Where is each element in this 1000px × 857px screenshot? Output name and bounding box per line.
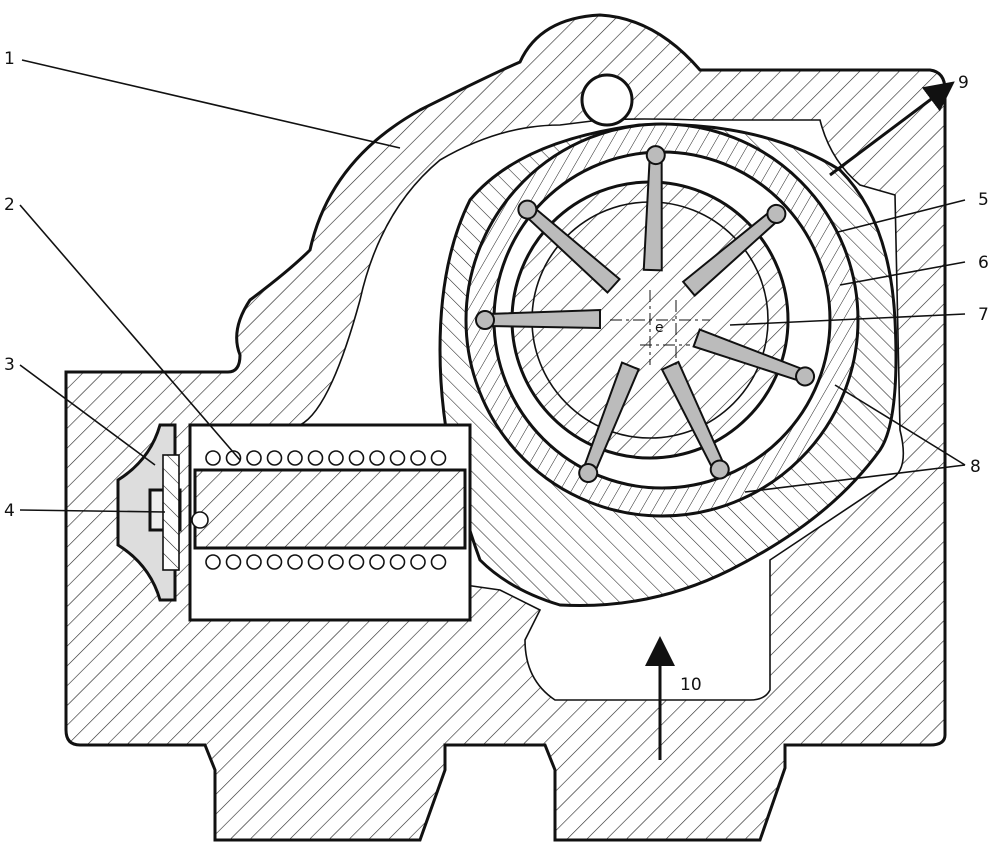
center-lines bbox=[610, 290, 710, 365]
label-3: 3 bbox=[4, 355, 15, 375]
label-10: 10 bbox=[680, 675, 702, 695]
spring-coil bbox=[307, 450, 324, 466]
spring-coil bbox=[348, 554, 365, 570]
spring-coil bbox=[246, 554, 262, 570]
label-8: 8 bbox=[970, 457, 981, 477]
spring-coil bbox=[328, 554, 344, 570]
spring-coil bbox=[389, 450, 406, 466]
spring-coil bbox=[287, 450, 303, 466]
spring-coil bbox=[328, 450, 344, 466]
spring-coil bbox=[266, 554, 283, 570]
label-5: 5 bbox=[978, 190, 989, 210]
spring-coil bbox=[410, 554, 426, 570]
spring-coil bbox=[205, 450, 221, 466]
label-9: 9 bbox=[958, 73, 969, 93]
spring-coil bbox=[287, 554, 303, 570]
spring-coil bbox=[430, 450, 447, 466]
ball bbox=[191, 511, 209, 529]
label-1: 1 bbox=[4, 49, 15, 69]
spring-coil bbox=[369, 554, 385, 570]
label-2: 2 bbox=[4, 195, 15, 215]
spring-coil bbox=[369, 450, 385, 466]
seal-washer bbox=[162, 454, 180, 571]
spring-coil bbox=[430, 554, 447, 570]
valve-piston bbox=[193, 468, 467, 550]
spring-coil bbox=[348, 450, 365, 466]
label-7: 7 bbox=[978, 305, 989, 325]
vanes bbox=[475, 145, 816, 483]
spring-coil bbox=[266, 450, 283, 466]
spring-coil bbox=[307, 554, 324, 570]
label-6: 6 bbox=[978, 253, 989, 273]
spring-coil bbox=[225, 554, 242, 570]
outlet-arrow bbox=[829, 81, 955, 177]
spring-coil bbox=[389, 554, 406, 570]
spring-coil bbox=[410, 450, 426, 466]
spring-coil bbox=[246, 450, 262, 466]
spring-coil bbox=[205, 554, 221, 570]
leader-lines bbox=[19, 59, 966, 513]
vane bbox=[486, 308, 601, 330]
spring-coil bbox=[225, 450, 242, 466]
eccentricity-label: e bbox=[655, 320, 664, 336]
mounting-hole bbox=[580, 73, 634, 127]
label-4: 4 bbox=[4, 501, 15, 521]
spring bbox=[205, 450, 447, 570]
